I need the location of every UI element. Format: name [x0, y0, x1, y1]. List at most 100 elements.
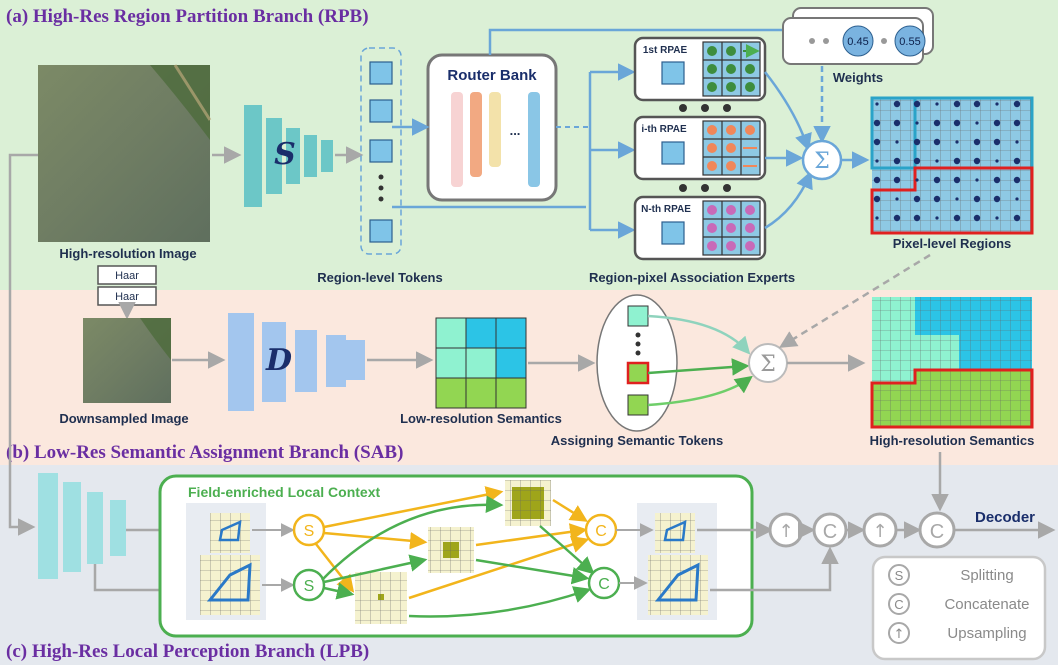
region-pixel-dot — [973, 100, 981, 108]
haar-label-1: Haar — [115, 270, 139, 282]
region-tokens-label: Region-level Tokens — [317, 270, 442, 285]
region-pixel-dot — [973, 214, 981, 222]
sum-symbol-sab: Σ — [760, 352, 776, 377]
haar-label-2: Haar — [115, 291, 139, 303]
expert-1-label: 1st RPAE — [643, 45, 688, 56]
region-pixel-dot — [1013, 157, 1021, 165]
lpb-output-patch-large — [648, 555, 708, 615]
region-pixel-dot — [893, 100, 901, 108]
concat-decoder-symbol-1: C — [823, 521, 837, 543]
legend-symbol-concat: C — [894, 597, 903, 612]
region-pixel-dot — [953, 119, 961, 127]
region-pixel-dot — [993, 138, 1001, 146]
region-pixel-dot — [873, 119, 881, 127]
region-pixel-dot — [895, 197, 899, 201]
region-pixel-dot — [995, 159, 999, 163]
region-pixel-dot — [913, 195, 921, 203]
downsampled-image-label: Downsampled Image — [59, 411, 188, 426]
assigning-tokens-label: Assigning Semantic Tokens — [551, 433, 723, 448]
weight-value-1: 0.45 — [847, 36, 868, 48]
assigning-tokens — [596, 294, 678, 432]
region-pixel-dot — [913, 214, 921, 222]
region-pixel-dot — [1015, 197, 1019, 201]
haar-blocks — [97, 265, 157, 306]
arrow-split-g-to-bottom — [323, 582, 355, 600]
region-pixel-dot — [893, 119, 901, 127]
low-res-semantics-label: Low-resolution Semantics — [400, 411, 562, 426]
arrow-split-y-to-top — [323, 486, 504, 529]
arrow-image-to-lpb — [8, 153, 38, 536]
high-res-image — [38, 64, 212, 242]
arrow-bottom-to-concat-g — [408, 586, 592, 618]
region-pixel-dot — [915, 178, 919, 182]
concat-decoder-symbol-2: C — [930, 521, 944, 543]
region-pixel-dot — [993, 119, 1001, 127]
high-res-semantics-label: High-resolution Semantics — [870, 433, 1035, 448]
region-pixel-dot — [875, 159, 879, 163]
high-res-semantics-grid — [870, 297, 1034, 429]
region-pixel-dot — [953, 214, 961, 222]
legend-text-concat: Concatenate — [944, 596, 1029, 613]
concat-symbol-yellow: C — [595, 523, 607, 540]
split-symbol-green: S — [304, 578, 315, 595]
upsample-symbol-1: ↑ — [778, 521, 793, 542]
arrow-expertn-to-sum — [764, 170, 813, 230]
region-level-tokens — [360, 47, 402, 255]
legend-symbol-upsample: ↑ — [894, 627, 905, 642]
arrow-token2-to-sum — [647, 358, 750, 376]
region-pixel-dot — [873, 176, 881, 184]
region-pixel-dot — [975, 178, 979, 182]
region-pixel-dot — [973, 195, 981, 203]
router-bank — [426, 53, 558, 202]
region-pixel-dot — [933, 176, 941, 184]
region-pixel-dot — [935, 102, 939, 106]
arrow-token1-to-sum — [647, 314, 751, 355]
arrow-split-g-to-mid — [323, 554, 428, 584]
legend-symbol-split: S — [895, 568, 904, 583]
expert-1st-rpae — [633, 36, 767, 102]
arrow-bottom-to-concat-y — [408, 536, 590, 600]
region-pixel-dot — [975, 121, 979, 125]
region-pixel-dot — [953, 176, 961, 184]
arrow-token3-to-sum — [647, 375, 753, 407]
region-pixel-dot — [875, 102, 879, 106]
arrow-top-to-concat-y — [552, 498, 588, 522]
region-pixel-dot — [993, 176, 1001, 184]
encoder-d-symbol: D — [265, 343, 292, 378]
region-pixel-dot — [955, 197, 959, 201]
weights-label: Weights — [833, 70, 883, 85]
high-res-image-label: High-resolution Image — [59, 246, 196, 261]
lpb-input-patch-small — [210, 513, 250, 553]
region-pixel-dot — [955, 140, 959, 144]
region-pixel-dot — [1013, 176, 1021, 184]
arrow-out-to-concat1 — [710, 546, 839, 592]
pixel-regions-label: Pixel-level Regions — [893, 236, 1012, 251]
region-pixel-dot — [893, 176, 901, 184]
region-pixel-dot — [993, 195, 1001, 203]
region-pixel-dot — [875, 216, 879, 220]
legend-text-upsample: Upsampling — [947, 625, 1026, 642]
split-node-green — [292, 568, 326, 602]
arrow-mid-to-concat-g — [475, 558, 590, 585]
sab-title: (b) Low-Res Semantic Assignment Branch (… — [6, 442, 403, 463]
legend-box — [871, 555, 1047, 661]
region-pixel-dot — [953, 100, 961, 108]
region-pixel-dot — [915, 121, 919, 125]
arrow-regions-to-sab-sum — [779, 253, 931, 348]
region-pixel-dot — [953, 157, 961, 165]
encoder-s — [244, 105, 333, 207]
legend-text-split: Splitting — [960, 567, 1013, 584]
weights-box — [782, 7, 934, 65]
region-pixel-dot — [895, 140, 899, 144]
encoder-d — [228, 313, 365, 411]
encoder-lpb — [38, 473, 126, 579]
region-pixel-dot — [1013, 119, 1021, 127]
region-pixel-dot — [995, 102, 999, 106]
region-pixel-dot — [1015, 140, 1019, 144]
region-pixel-dot — [893, 214, 901, 222]
lpb-input-patch-large — [200, 555, 260, 615]
sum-symbol-rpb: Σ — [814, 149, 830, 174]
region-pixel-dot — [873, 195, 881, 203]
